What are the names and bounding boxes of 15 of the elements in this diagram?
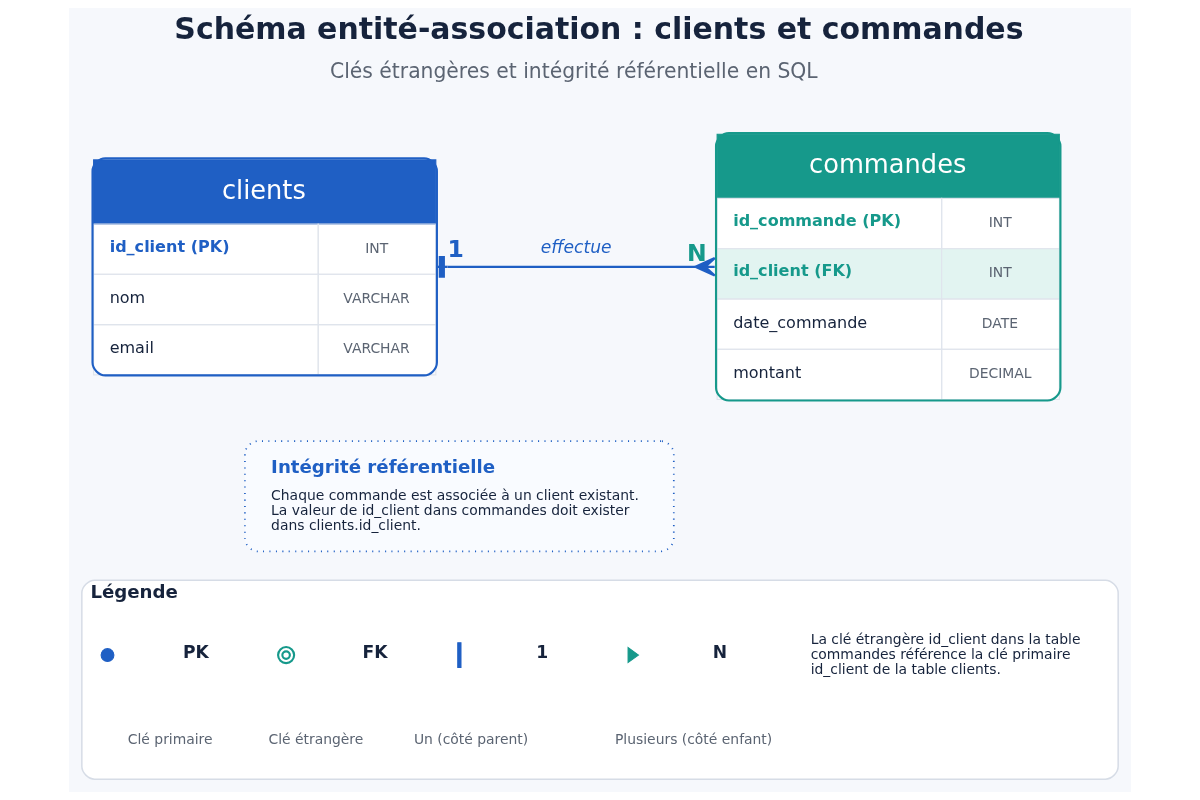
- node-box: Intégrité référentielle Chaque commande est associée à un client existant. La valeur de id_client dans commandes doit exister dans clients.id_client.: [244, 440, 675, 553]
- diagram-title: Schéma entité-association : clients et commandes: [174, 11, 1024, 47]
- label: La clé étrangère id_client dans la table commandes référence la clé primaire id_client de la table clients.: [810, 630, 1081, 677]
- label: Clé étrangère: [268, 731, 364, 748]
- node-label: N: [687, 239, 707, 268]
- label: Un (côté parent): [413, 731, 529, 748]
- node-label: 1: [447, 234, 464, 263]
- legend-label: 1: [536, 642, 549, 663]
- edge-label: effectue: [540, 236, 612, 257]
- label: Plusieurs (côté enfant): [614, 731, 773, 748]
- label: Clés étrangères et intégrité référentielle en SQL: [329, 59, 818, 84]
- legend-label: PK: [182, 642, 209, 663]
- legend-label: FK: [362, 642, 388, 663]
- legend-label: N: [712, 642, 728, 663]
- label: Clé primaire: [127, 731, 213, 748]
